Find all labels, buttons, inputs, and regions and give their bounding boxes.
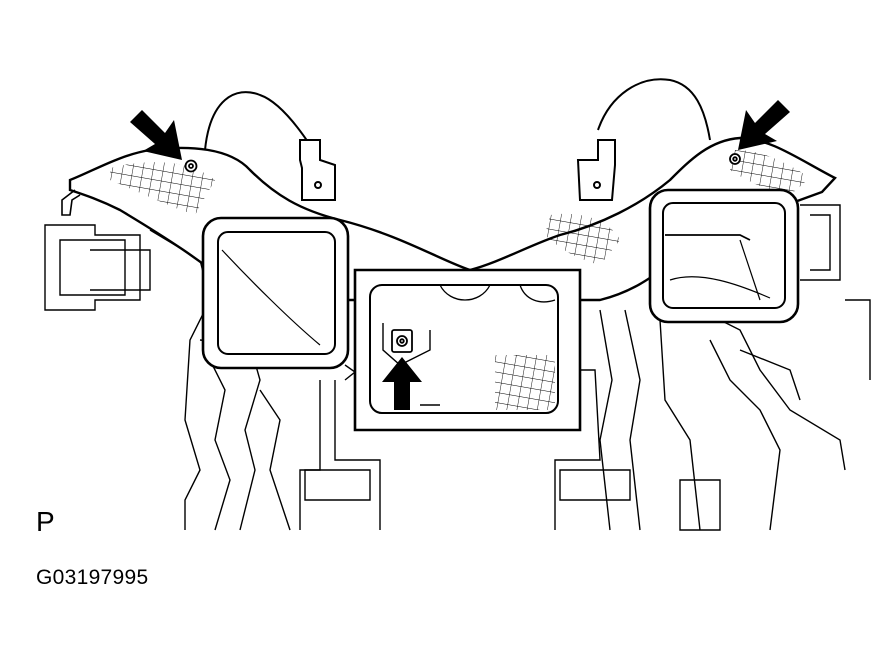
clips — [184, 153, 741, 353]
view-label: P — [36, 506, 55, 537]
arrow-down-right-icon — [130, 110, 182, 160]
center-outlet — [353, 268, 582, 432]
background-structure — [44, 204, 871, 531]
left-clip — [184, 159, 198, 173]
right-outlet — [648, 188, 800, 324]
left-outlet — [201, 216, 350, 370]
center-clip — [391, 329, 413, 353]
cables — [204, 78, 711, 151]
arrow-down-left-icon — [738, 100, 790, 150]
figure-code: G03197995 — [36, 566, 149, 589]
right-clip — [729, 153, 741, 165]
arrow-up-icon — [382, 357, 422, 410]
brackets — [299, 139, 616, 201]
